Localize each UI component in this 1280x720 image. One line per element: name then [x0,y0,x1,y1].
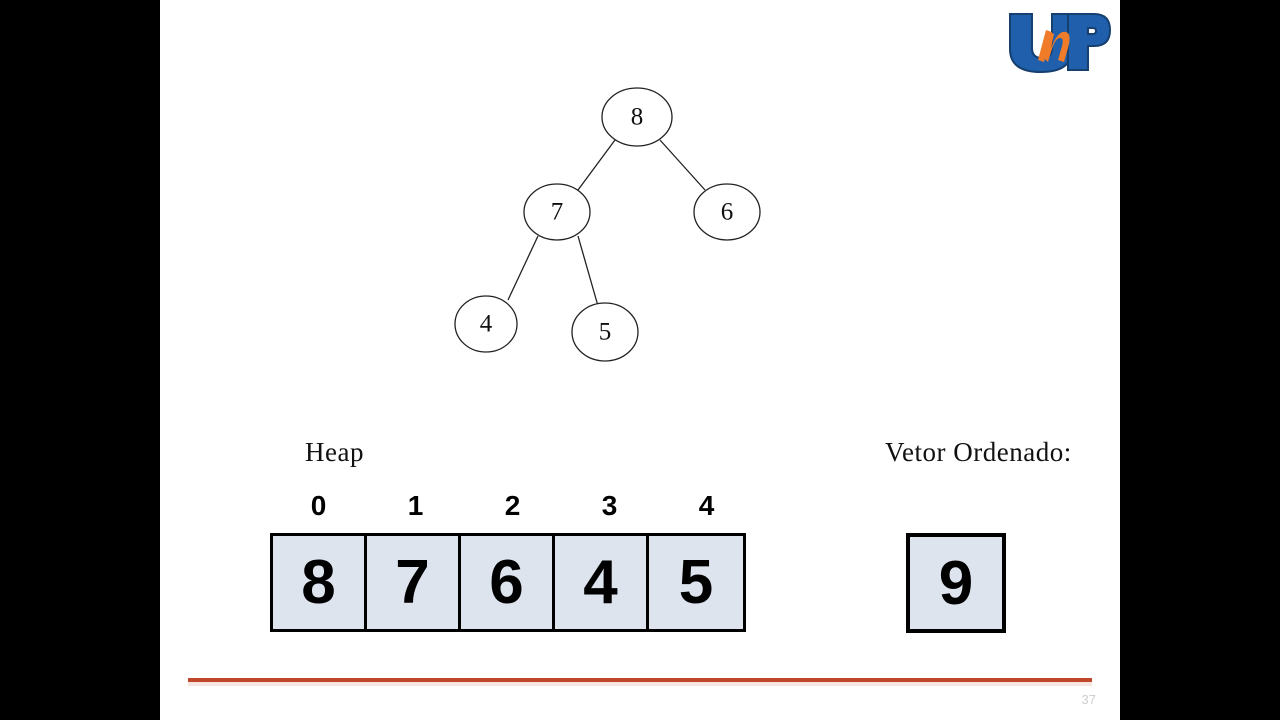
up-logo [1002,4,1112,76]
tree-node-4[interactable]: 4 [454,295,518,353]
tree-node-7[interactable]: 7 [523,183,591,241]
tree-node-label: 5 [599,319,612,346]
sorted-array: 9 [906,533,1006,633]
heap-index-row: 0 1 2 3 4 [270,490,755,522]
tree-edge-7-5 [577,235,599,307]
heap-cell-4[interactable]: 5 [649,536,743,629]
tree-node-label: 4 [480,311,493,338]
tree-node-5[interactable]: 5 [571,302,639,362]
heap-tree-diagram: 8 7 6 4 5 [454,87,761,362]
heap-index-1: 1 [407,490,424,521]
tree-node-6[interactable]: 6 [693,183,761,241]
letterbox-right [1120,0,1280,720]
tree-node-shape [693,183,761,241]
heap-index-3: 3 [601,490,618,521]
up-logo-icon [1009,13,1112,74]
heap-cell-0[interactable]: 8 [273,536,367,629]
heap-cell-3[interactable]: 4 [555,536,649,629]
tree-node-label: 6 [721,199,734,226]
tree-node-shape [454,295,518,353]
tree-edge-8-7 [577,139,616,191]
tree-node-8[interactable]: 8 [601,87,673,147]
heap-index-2: 2 [504,490,521,521]
tree-edges [507,139,706,307]
sorted-vector-label: Vetor Ordenado: [885,437,1072,467]
tree-node-shape [571,302,639,362]
page-number: 37 [1081,692,1096,707]
heap-array: 8 7 6 4 5 [270,533,746,632]
heap-index-0: 0 [310,490,327,521]
letterbox-left [0,0,160,720]
tree-node-shape [523,183,591,241]
tree-node-label: 7 [551,199,564,226]
footer-accent-rule [188,678,1092,686]
heap-cell-2[interactable]: 6 [461,536,555,629]
tree-node-label: 8 [631,104,644,131]
tree-edge-8-6 [659,139,706,191]
slide-canvas: 8 7 6 4 5 Heap Vetor Ordenado: [160,0,1120,720]
heap-label: Heap [305,437,364,467]
heap-index-4: 4 [698,490,715,521]
heap-cell-1[interactable]: 7 [367,536,461,629]
sorted-cell-0[interactable]: 9 [910,537,1002,629]
tree-edge-7-4 [507,235,539,301]
tree-node-shape [601,87,673,147]
